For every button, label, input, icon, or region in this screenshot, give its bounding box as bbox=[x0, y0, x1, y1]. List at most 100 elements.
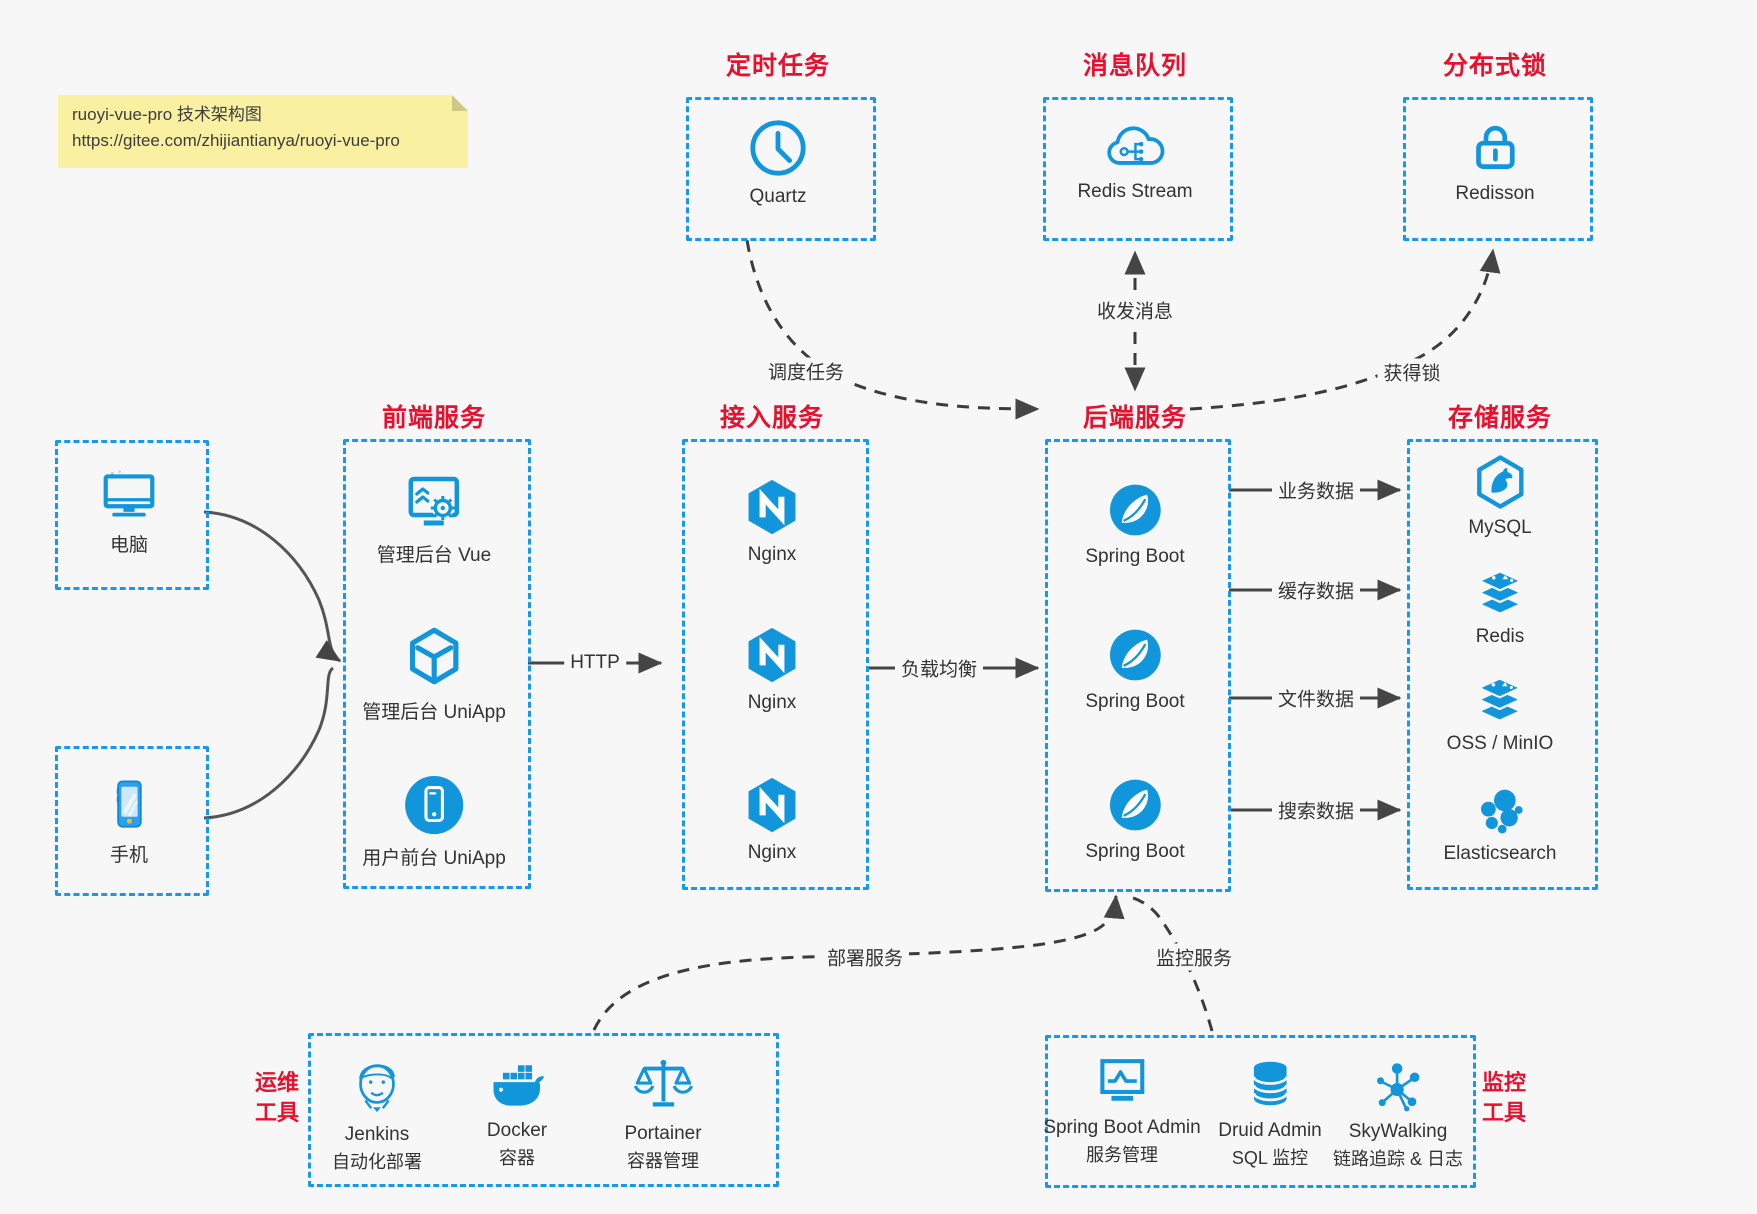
node-label: Elasticsearch bbox=[1443, 843, 1557, 864]
edge-monitor-service bbox=[1129, 895, 1214, 1032]
node-label: Spring Boot bbox=[1085, 546, 1185, 567]
edge-label-deploy-service: 部署服务 bbox=[820, 943, 910, 971]
node-label: Portainer bbox=[624, 1123, 702, 1144]
edge-label-file-data: 文件数据 bbox=[1271, 684, 1361, 712]
scales-icon bbox=[633, 1059, 693, 1107]
node-label: Nginx bbox=[747, 692, 797, 713]
node-sublabel: 链路追踪 & 日志 bbox=[1332, 1149, 1464, 1169]
node-redisson: Redisson bbox=[1455, 116, 1535, 205]
node-label: Quartz bbox=[749, 186, 807, 207]
trace-network-icon bbox=[1376, 1063, 1420, 1112]
jenkins-icon bbox=[359, 1064, 395, 1113]
group-box-monitor bbox=[1045, 1035, 1476, 1188]
group-title-monitor: 监控 工具 bbox=[1481, 1070, 1526, 1125]
elasticsearch-icon bbox=[1480, 789, 1523, 834]
redis-stack-icon bbox=[1478, 570, 1522, 615]
sticky-note: ruoyi-vue-pro 技术架构图 https://gitee.com/zh… bbox=[58, 95, 468, 168]
node-label: 手机 bbox=[109, 845, 148, 866]
node-label: Nginx bbox=[747, 544, 797, 565]
computer-icon bbox=[103, 470, 155, 517]
node-redis-stream: Redis Stream bbox=[1077, 118, 1193, 203]
docker-icon bbox=[493, 1065, 545, 1106]
node-elasticsearch: Elasticsearch bbox=[1444, 784, 1557, 865]
admin-monitor-gear-icon bbox=[408, 476, 460, 526]
clock-icon bbox=[750, 120, 806, 176]
mysql-icon bbox=[1476, 455, 1524, 509]
group-title-backend: 后端服务 bbox=[1082, 404, 1188, 432]
cloud-queue-icon bbox=[1106, 126, 1164, 165]
node-sublabel: 服务管理 bbox=[1086, 1145, 1158, 1165]
cube-icon bbox=[409, 627, 459, 685]
node-oss-minio: OSS / MinIO bbox=[1447, 674, 1553, 755]
node-nginx-1: Nginx bbox=[742, 477, 802, 566]
group-title-lock: 分布式锁 bbox=[1442, 52, 1548, 80]
group-box-computer bbox=[55, 440, 209, 590]
node-label: 管理后台 UniApp bbox=[362, 702, 506, 723]
edge-computer-frontend bbox=[203, 510, 342, 663]
group-title-scheduler: 定时任务 bbox=[725, 52, 831, 80]
node-label: Redis Stream bbox=[1077, 181, 1193, 202]
node-label: Redisson bbox=[1455, 183, 1535, 204]
node-label: 电脑 bbox=[109, 535, 148, 556]
group-box-backend bbox=[1045, 439, 1231, 892]
node-portainer: Portainer 容器管理 bbox=[624, 1054, 702, 1173]
node-jenkins: Jenkins 自动化部署 bbox=[332, 1053, 422, 1174]
phone-circle-icon bbox=[404, 775, 464, 835]
node-springboot-1: Spring Boot bbox=[1085, 481, 1185, 568]
node-label: Nginx bbox=[747, 842, 797, 863]
node-nginx-3: Nginx bbox=[742, 775, 802, 864]
group-title-mq: 消息队列 bbox=[1082, 52, 1188, 80]
storage-stack-icon bbox=[1478, 677, 1522, 722]
smartphone-icon bbox=[116, 780, 142, 828]
edge-label-http: HTTP bbox=[564, 652, 626, 674]
node-docker: Docker 容器 bbox=[486, 1057, 548, 1170]
edge-acquire-lock bbox=[1189, 248, 1501, 411]
edge-label-monitor-service: 监控服务 bbox=[1149, 943, 1239, 971]
spring-boot-icon bbox=[1109, 779, 1161, 831]
node-springboot-2: Spring Boot bbox=[1085, 626, 1185, 713]
node-mysql: MySQL bbox=[1468, 454, 1532, 539]
edge-phone-frontend bbox=[203, 666, 335, 820]
node-label: Spring Boot bbox=[1085, 841, 1185, 862]
group-box-gateway bbox=[682, 439, 869, 890]
group-box-mq bbox=[1043, 97, 1233, 241]
group-box-storage bbox=[1407, 439, 1598, 890]
node-nginx-2: Nginx bbox=[742, 625, 802, 714]
node-label: Spring Boot bbox=[1085, 691, 1185, 712]
group-box-devops bbox=[308, 1033, 779, 1187]
node-uniapp-user: 用户前台 UniApp bbox=[362, 774, 506, 870]
edge-label-business-data: 业务数据 bbox=[1271, 476, 1361, 504]
group-box-scheduler bbox=[686, 97, 876, 241]
node-sublabel: 容器 bbox=[499, 1148, 535, 1168]
node-label: Jenkins bbox=[344, 1124, 410, 1145]
node-skywalking: SkyWalking 链路追踪 & 日志 bbox=[1333, 1058, 1463, 1171]
node-label: Docker bbox=[486, 1120, 548, 1141]
group-box-lock bbox=[1403, 97, 1593, 241]
admin-monitor-icon bbox=[1100, 1059, 1144, 1101]
group-title-gateway: 接入服务 bbox=[719, 404, 825, 432]
lock-icon bbox=[1475, 125, 1515, 169]
node-label: SkyWalking bbox=[1348, 1121, 1448, 1142]
group-title-frontend: 前端服务 bbox=[381, 404, 487, 432]
edge-label-search-data: 搜索数据 bbox=[1271, 796, 1361, 824]
group-title-devops: 运维 工具 bbox=[254, 1070, 299, 1125]
note-title: ruoyi-vue-pro 技术架构图 bbox=[72, 105, 262, 124]
node-sublabel: 自动化部署 bbox=[332, 1152, 422, 1172]
edge-label-load-balance: 负载均衡 bbox=[894, 654, 984, 682]
node-label: Redis bbox=[1475, 626, 1525, 647]
nginx-icon bbox=[748, 627, 796, 683]
nginx-icon bbox=[748, 479, 796, 535]
edge-label-cache-data: 缓存数据 bbox=[1271, 576, 1361, 604]
spring-boot-icon bbox=[1109, 629, 1161, 681]
database-icon bbox=[1252, 1061, 1288, 1106]
node-uniapp-admin: 管理后台 UniApp bbox=[362, 624, 506, 724]
group-box-phone bbox=[55, 746, 209, 896]
spring-boot-icon bbox=[1109, 484, 1161, 536]
node-label: 用户前台 UniApp bbox=[362, 848, 506, 869]
edge-label-message: 收发消息 bbox=[1090, 296, 1180, 324]
node-sublabel: SQL 监控 bbox=[1231, 1148, 1309, 1168]
node-label: Druid Admin bbox=[1218, 1120, 1322, 1141]
node-computer: 电脑 bbox=[99, 469, 159, 557]
node-sublabel: 容器管理 bbox=[626, 1151, 699, 1171]
